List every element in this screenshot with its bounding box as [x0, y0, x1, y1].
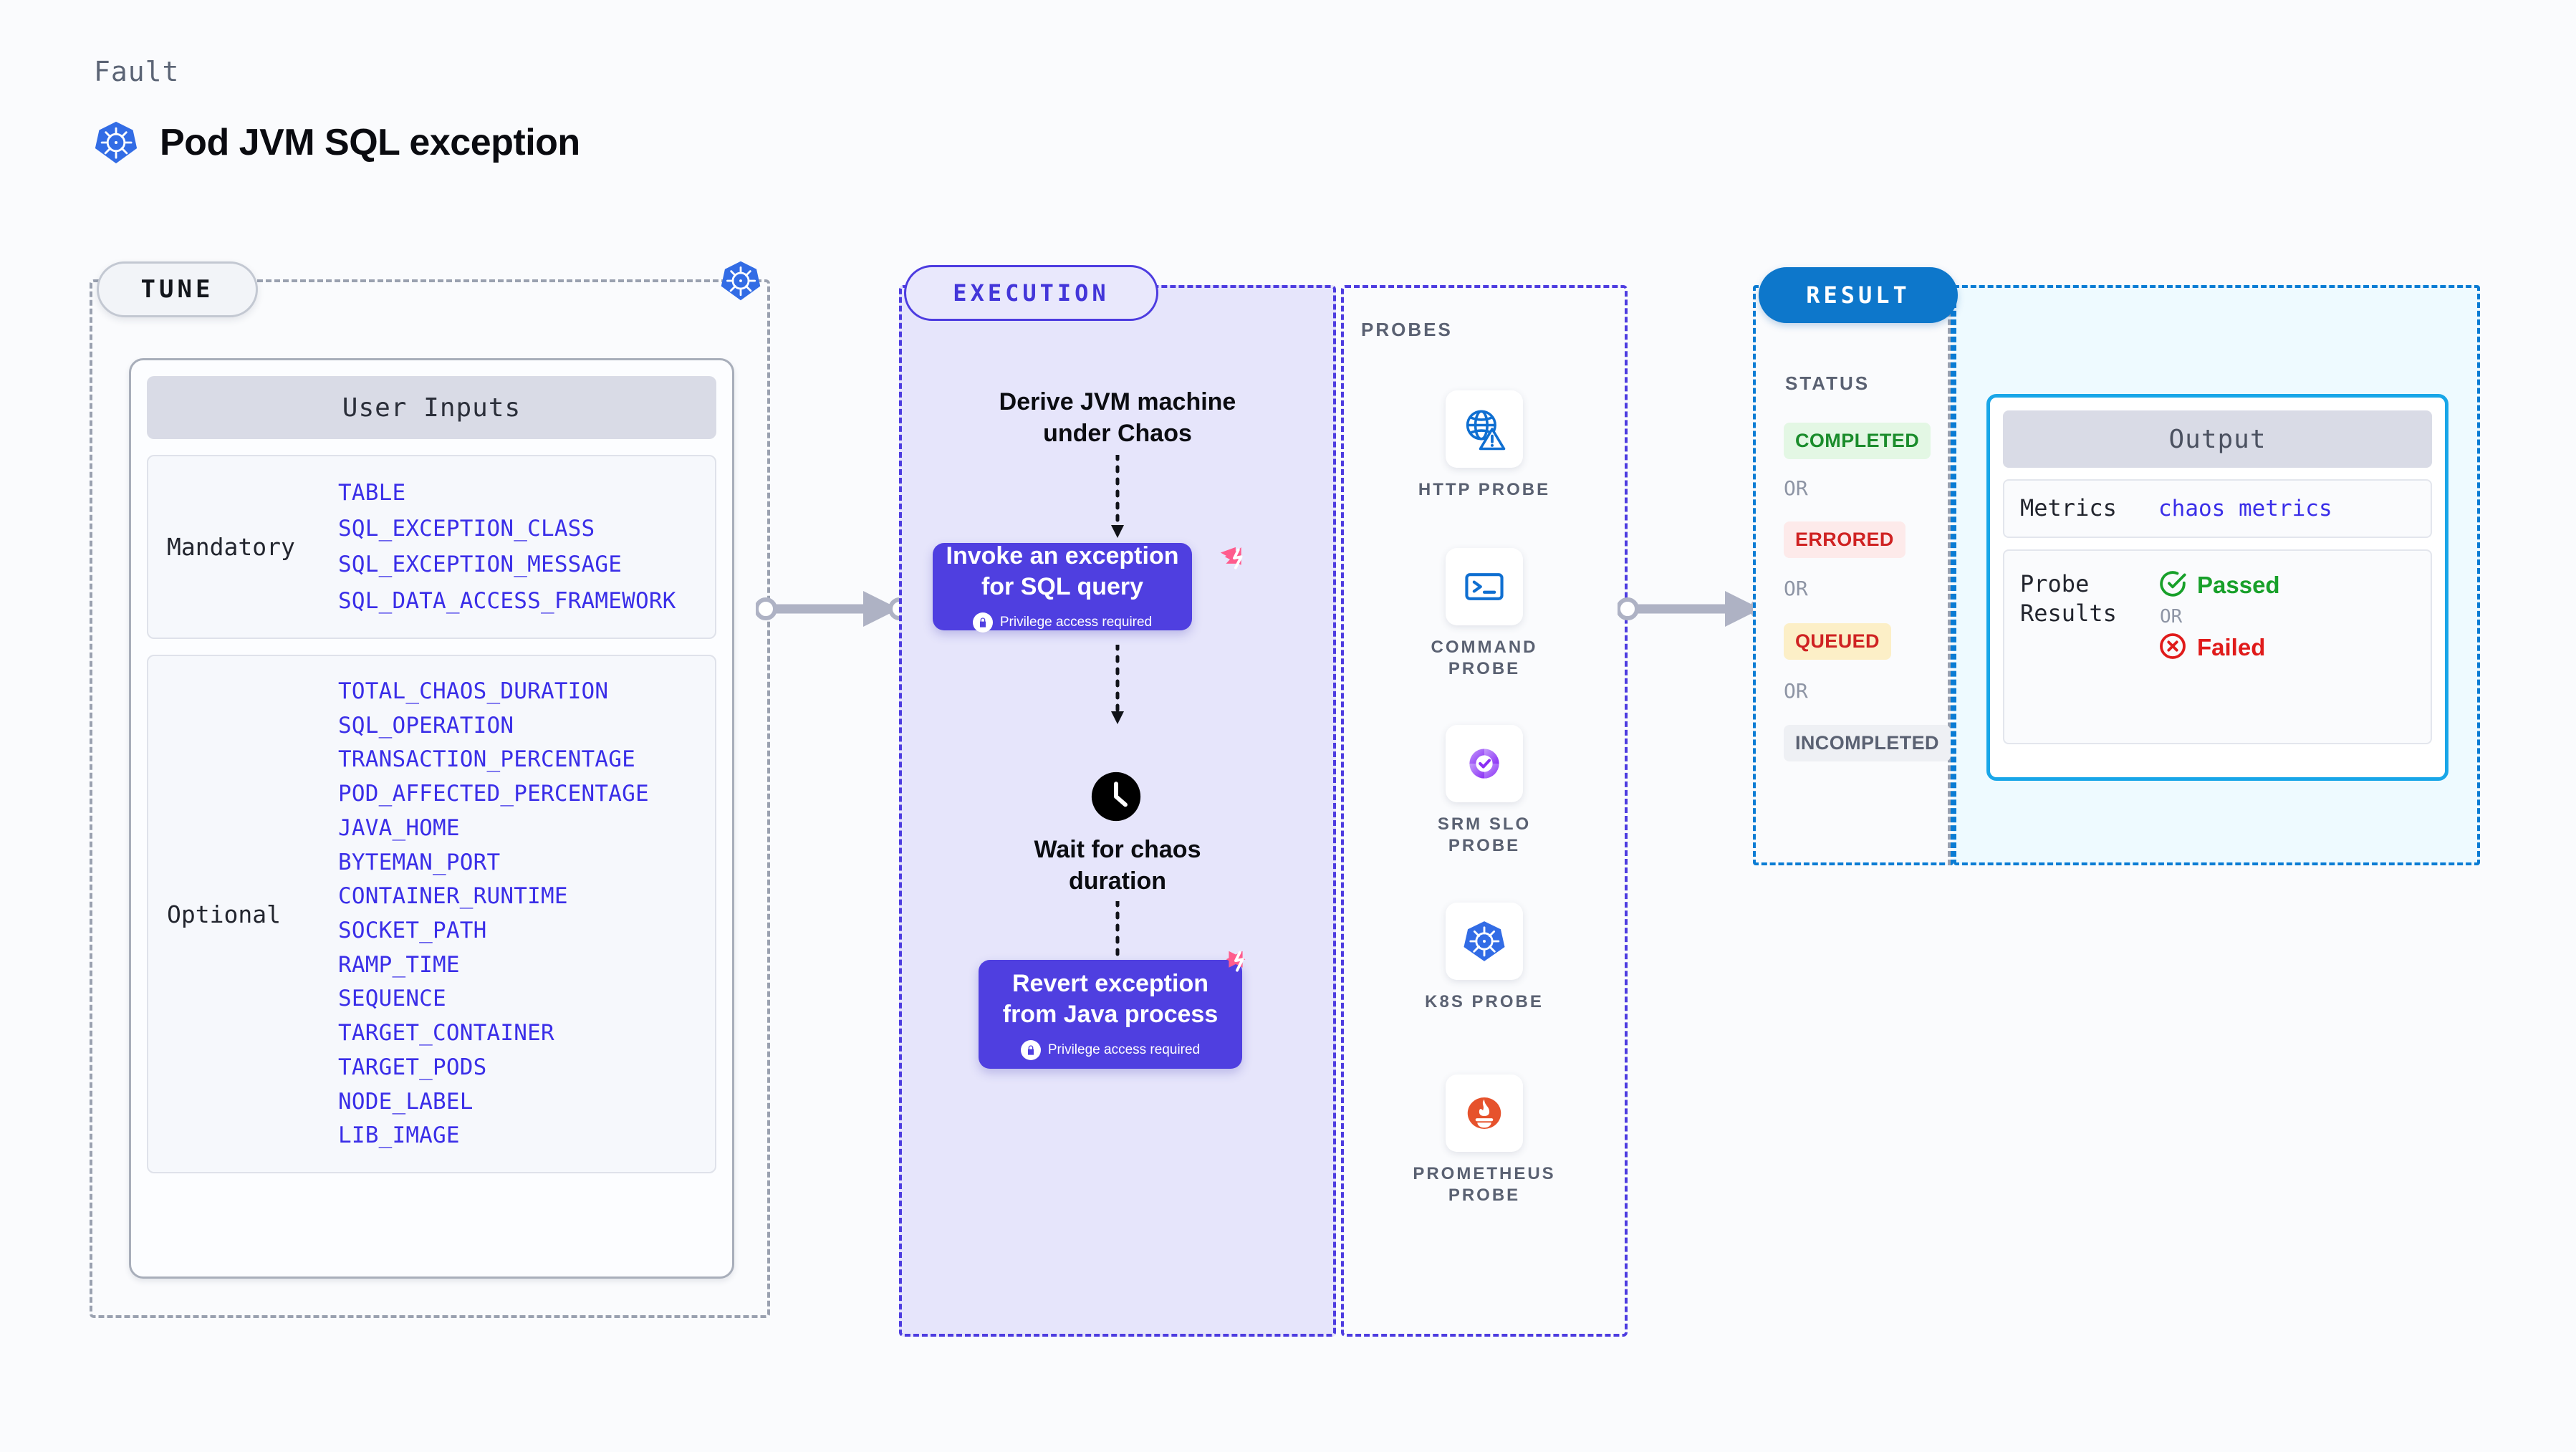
probe-result-failed: Failed: [2158, 632, 2280, 664]
mandatory-label: Mandatory: [167, 532, 295, 561]
output-header: Output: [2003, 410, 2432, 468]
connector-tune-to-execution: [756, 591, 910, 627]
status-badge-incompleted: INCOMPLETED: [1784, 725, 1951, 761]
or-separator: OR: [1784, 577, 1808, 600]
failed-label: Failed: [2197, 634, 2266, 661]
probe-result-passed: Passed: [2158, 569, 2280, 602]
param-item: SQL_EXCEPTION_MESSAGE: [338, 552, 623, 578]
param-item: TABLE: [338, 480, 406, 506]
lock-icon: [972, 612, 993, 633]
param-item: CONTAINER_RUNTIME: [338, 883, 568, 910]
probe-results-values: Passed OR Failed: [2158, 569, 2280, 664]
mandatory-param-list: TABLE SQL_EXCEPTION_CLASS SQL_EXCEPTION_…: [338, 475, 676, 619]
connector-execution-to-result: [1618, 591, 1772, 627]
or-separator: OR: [2160, 605, 2183, 628]
x-circle-icon: [2158, 632, 2187, 664]
privilege-note-text: Privilege access required: [999, 614, 1153, 630]
optional-label: Optional: [167, 900, 281, 928]
arrow-down-icon: [1111, 645, 1124, 724]
page-title-row: Pod JVM SQL exception: [94, 120, 580, 165]
optional-param-list: TOTAL_CHAOS_DURATION SQL_OPERATION TRANS…: [338, 675, 649, 1153]
status-title: STATUS: [1785, 372, 1870, 394]
status-badge-queued: QUEUED: [1784, 623, 1891, 660]
output-metrics-row: Metrics chaos metrics: [2003, 479, 2432, 538]
harness-icon: [1219, 947, 1252, 984]
result-pill-label[interactable]: RESULT: [1759, 267, 1958, 323]
mandatory-params-group: Mandatory TABLE SQL_EXCEPTION_CLASS SQL_…: [147, 455, 716, 639]
status-badge-completed: COMPLETED: [1784, 423, 1931, 459]
metrics-value: chaos metrics: [2158, 495, 2332, 521]
or-separator: OR: [1784, 476, 1808, 500]
arrow-down-icon: [1111, 455, 1124, 538]
param-item: SEQUENCE: [338, 986, 446, 1012]
tune-pill-label[interactable]: TUNE: [97, 261, 258, 317]
probe-label: HTTP PROBE: [1418, 480, 1551, 499]
privilege-note: Privilege access required: [1020, 1039, 1201, 1060]
probe-item-http[interactable]: HTTP PROBE: [1341, 390, 1628, 501]
param-item: POD_AFFECTED_PERCENTAGE: [338, 781, 649, 807]
param-item: TARGET_PODS: [338, 1054, 487, 1080]
param-item: SQL_EXCEPTION_CLASS: [338, 516, 595, 542]
kubernetes-icon: [720, 260, 761, 305]
param-item: SQL_OPERATION: [338, 712, 514, 739]
slo-check-icon: [1446, 725, 1523, 802]
globe-warning-icon: [1446, 390, 1523, 468]
privilege-note: Privilege access required: [972, 612, 1153, 633]
execution-pill-label[interactable]: EXECUTION: [904, 265, 1158, 321]
prometheus-icon: [1446, 1074, 1523, 1152]
param-item: TRANSACTION_PERCENTAGE: [338, 746, 635, 773]
param-item: SOCKET_PATH: [338, 918, 487, 944]
param-item: JAVA_HOME: [338, 814, 460, 841]
harness-icon: [1218, 544, 1251, 581]
param-item: SQL_DATA_ACCESS_FRAMEWORK: [338, 587, 676, 614]
privilege-note-text: Privilege access required: [1047, 1042, 1201, 1057]
status-badge-errored: ERRORED: [1784, 521, 1905, 558]
page-title: Pod JVM SQL exception: [160, 122, 580, 163]
param-item: NODE_LABEL: [338, 1088, 474, 1115]
terminal-icon: [1446, 548, 1523, 625]
probe-label: K8S PROBE: [1425, 992, 1544, 1011]
clock-icon: [1088, 769, 1144, 828]
lock-icon: [1020, 1039, 1041, 1060]
user-inputs-card: User Inputs Mandatory TABLE SQL_EXCEPTIO…: [129, 358, 734, 1279]
kubernetes-icon: [94, 120, 138, 165]
check-circle-icon: [2158, 569, 2187, 602]
or-separator: OR: [1784, 679, 1808, 703]
passed-label: Passed: [2197, 572, 2280, 599]
probe-item-k8s[interactable]: K8S PROBE: [1341, 903, 1628, 1013]
param-item: BYTEMAN_PORT: [338, 849, 501, 875]
optional-params-group: Optional TOTAL_CHAOS_DURATION SQL_OPERAT…: [147, 654, 716, 1174]
user-inputs-header: User Inputs: [147, 376, 716, 439]
probes-title: PROBES: [1361, 319, 1453, 340]
fault-kicker-label: Fault: [94, 56, 180, 87]
param-item: RAMP_TIME: [338, 951, 460, 978]
kubernetes-icon: [1446, 903, 1523, 980]
param-item: TOTAL_CHAOS_DURATION: [338, 678, 609, 704]
param-item: LIB_IMAGE: [338, 1122, 460, 1149]
param-item: TARGET_CONTAINER: [338, 1020, 554, 1047]
metrics-key: Metrics: [2020, 494, 2117, 521]
